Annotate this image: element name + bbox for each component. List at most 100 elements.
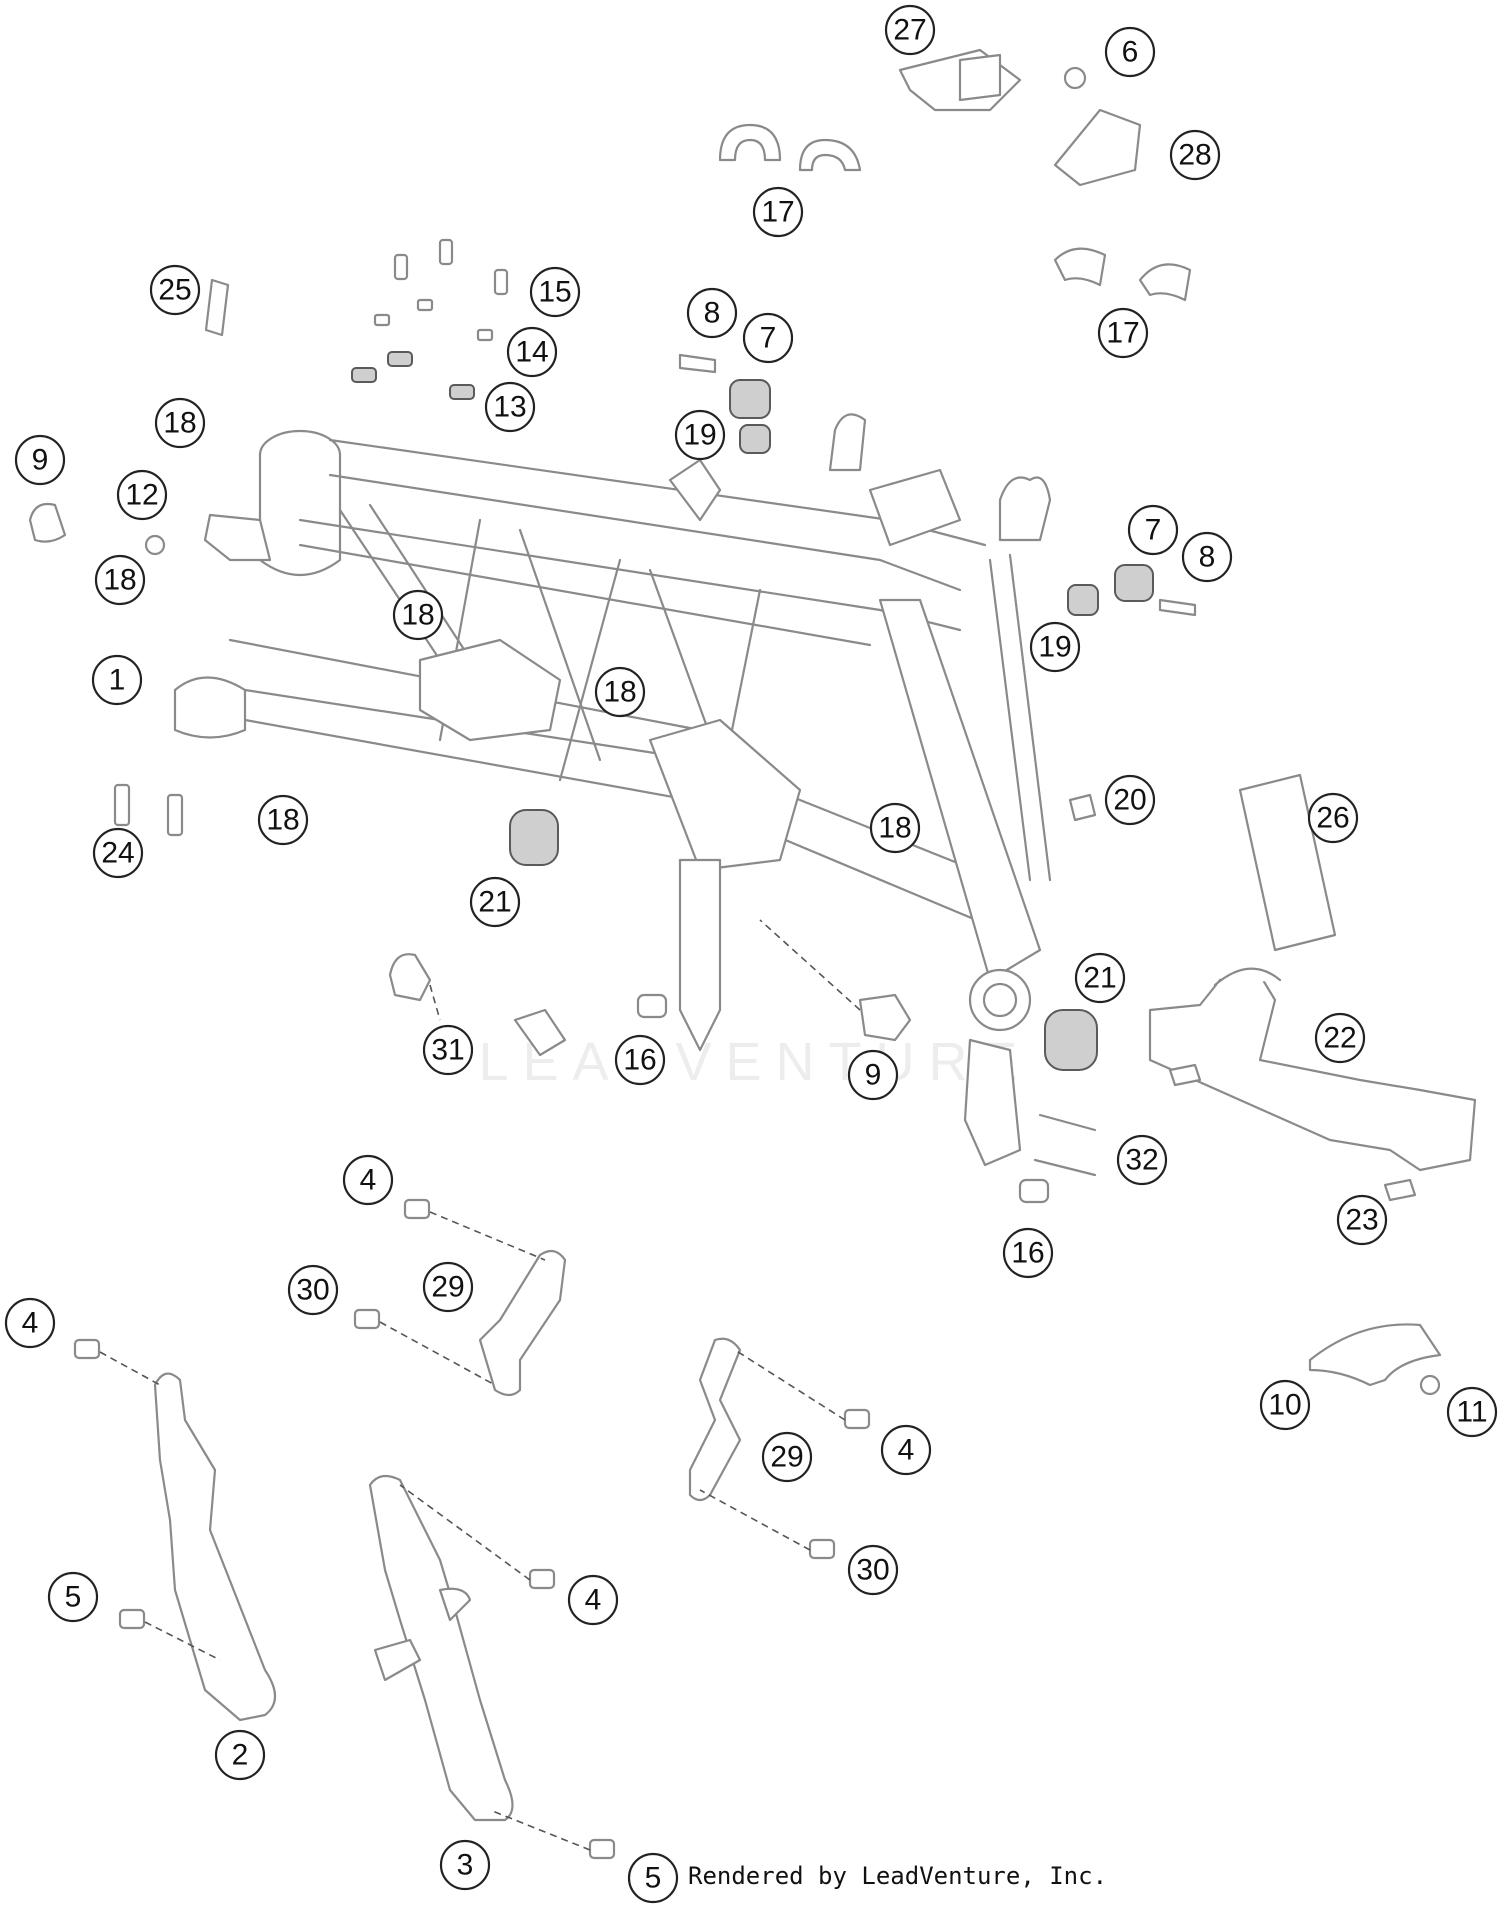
callout-20: 20 bbox=[1104, 774, 1156, 826]
callout-4-center: 4 bbox=[880, 1424, 932, 1476]
callout-17-right: 17 bbox=[1097, 307, 1149, 359]
callout-19-right: 19 bbox=[1029, 621, 1081, 673]
svg-text:11: 11 bbox=[1456, 1396, 1487, 1429]
svg-text:28: 28 bbox=[1178, 139, 1211, 172]
svg-text:24: 24 bbox=[101, 837, 134, 870]
callout-16-center: 16 bbox=[614, 1034, 666, 1086]
callout-18-left: 18 bbox=[94, 554, 146, 606]
svg-text:4: 4 bbox=[360, 1164, 377, 1197]
svg-text:26: 26 bbox=[1316, 802, 1349, 835]
small-parts bbox=[28, 48, 1477, 1396]
callout-3: 3 bbox=[439, 1839, 491, 1891]
callout-4-upper: 4 bbox=[342, 1154, 394, 1206]
svg-text:7: 7 bbox=[1145, 514, 1162, 547]
svg-text:17: 17 bbox=[761, 196, 794, 229]
svg-text:4: 4 bbox=[585, 1584, 602, 1617]
svg-text:7: 7 bbox=[760, 322, 777, 355]
callout-24: 24 bbox=[92, 827, 144, 879]
svg-text:19: 19 bbox=[683, 419, 716, 452]
callout-8-top: 8 bbox=[686, 287, 738, 339]
svg-text:18: 18 bbox=[103, 564, 136, 597]
svg-text:23: 23 bbox=[1345, 1204, 1378, 1237]
svg-text:9: 9 bbox=[865, 1059, 882, 1092]
callout-13: 13 bbox=[484, 381, 536, 433]
callout-32: 32 bbox=[1116, 1134, 1168, 1186]
callout-4-left: 4 bbox=[4, 1297, 56, 1349]
callout-22: 22 bbox=[1314, 1012, 1366, 1064]
svg-text:30: 30 bbox=[296, 1274, 329, 1307]
callout-4-lower: 4 bbox=[567, 1574, 619, 1626]
svg-text:15: 15 bbox=[538, 276, 571, 309]
svg-text:17: 17 bbox=[1106, 317, 1139, 350]
callout-21-left: 21 bbox=[469, 876, 521, 928]
svg-text:6: 6 bbox=[1122, 36, 1139, 69]
svg-text:32: 32 bbox=[1125, 1144, 1158, 1177]
svg-text:10: 10 bbox=[1268, 1389, 1301, 1422]
svg-text:4: 4 bbox=[22, 1307, 39, 1340]
callout-18-frame: 18 bbox=[392, 589, 444, 641]
callout-18-lower-mid: 18 bbox=[869, 802, 921, 854]
callout-29-lower: 29 bbox=[761, 1431, 813, 1483]
callout-23: 23 bbox=[1336, 1194, 1388, 1246]
svg-text:5: 5 bbox=[65, 1581, 82, 1614]
svg-text:21: 21 bbox=[478, 886, 511, 919]
svg-text:14: 14 bbox=[515, 336, 548, 369]
lower-brackets bbox=[73, 1198, 871, 1860]
svg-text:29: 29 bbox=[770, 1441, 803, 1474]
svg-text:8: 8 bbox=[1199, 541, 1216, 574]
svg-text:19: 19 bbox=[1038, 631, 1071, 664]
svg-text:5: 5 bbox=[645, 1862, 662, 1895]
svg-text:18: 18 bbox=[163, 407, 196, 440]
callout-18-mid: 18 bbox=[594, 666, 646, 718]
callout-2: 2 bbox=[214, 1729, 266, 1781]
main-frame bbox=[173, 413, 1052, 1167]
callout-7-top: 7 bbox=[742, 312, 794, 364]
callout-31: 31 bbox=[422, 1024, 474, 1076]
svg-text:16: 16 bbox=[623, 1044, 656, 1077]
callout-21-right: 21 bbox=[1074, 952, 1126, 1004]
callout-12: 12 bbox=[116, 469, 168, 521]
callout-18-lower-left: 18 bbox=[257, 794, 309, 846]
svg-text:16: 16 bbox=[1011, 1237, 1044, 1270]
svg-text:9: 9 bbox=[32, 444, 49, 477]
svg-text:18: 18 bbox=[266, 804, 299, 837]
svg-text:29: 29 bbox=[431, 1271, 464, 1304]
callout-9-left: 9 bbox=[14, 434, 66, 486]
callout-18-head: 18 bbox=[154, 397, 206, 449]
callout-15: 15 bbox=[529, 266, 581, 318]
callout-7-right: 7 bbox=[1127, 504, 1179, 556]
callout-25: 25 bbox=[149, 264, 201, 316]
callout-29-upper: 29 bbox=[422, 1261, 474, 1313]
svg-text:3: 3 bbox=[457, 1849, 474, 1882]
callout-16-right: 16 bbox=[1002, 1227, 1054, 1279]
callout-11: 11 bbox=[1446, 1386, 1498, 1438]
callout-27: 27 bbox=[884, 4, 936, 56]
callout-30-lower: 30 bbox=[847, 1544, 899, 1596]
callout-9-center: 9 bbox=[847, 1049, 899, 1101]
svg-text:31: 31 bbox=[431, 1034, 464, 1067]
svg-text:27: 27 bbox=[893, 14, 926, 47]
svg-text:25: 25 bbox=[158, 274, 191, 307]
svg-text:12: 12 bbox=[125, 479, 158, 512]
callout-19-top: 19 bbox=[674, 409, 726, 461]
render-credit: Rendered by LeadVenture, Inc. bbox=[688, 1862, 1108, 1890]
watermark-text: LEADVENTURE bbox=[478, 1032, 1031, 1092]
leader-lines bbox=[99, 919, 861, 1851]
svg-text:4: 4 bbox=[898, 1434, 915, 1467]
svg-text:30: 30 bbox=[856, 1554, 889, 1587]
svg-text:20: 20 bbox=[1113, 784, 1146, 817]
callout-5-bottom: 5 bbox=[627, 1852, 679, 1904]
callout-17-top: 17 bbox=[752, 186, 804, 238]
callout-30-upper: 30 bbox=[287, 1264, 339, 1316]
callout-28: 28 bbox=[1169, 129, 1221, 181]
svg-text:1: 1 bbox=[109, 664, 126, 697]
callout-14: 14 bbox=[506, 326, 558, 378]
callout-6: 6 bbox=[1104, 26, 1156, 78]
svg-text:8: 8 bbox=[704, 297, 721, 330]
svg-text:18: 18 bbox=[603, 676, 636, 709]
svg-text:18: 18 bbox=[401, 599, 434, 632]
callout-26: 26 bbox=[1307, 792, 1359, 844]
svg-text:21: 21 bbox=[1083, 962, 1116, 995]
svg-text:22: 22 bbox=[1323, 1022, 1356, 1055]
